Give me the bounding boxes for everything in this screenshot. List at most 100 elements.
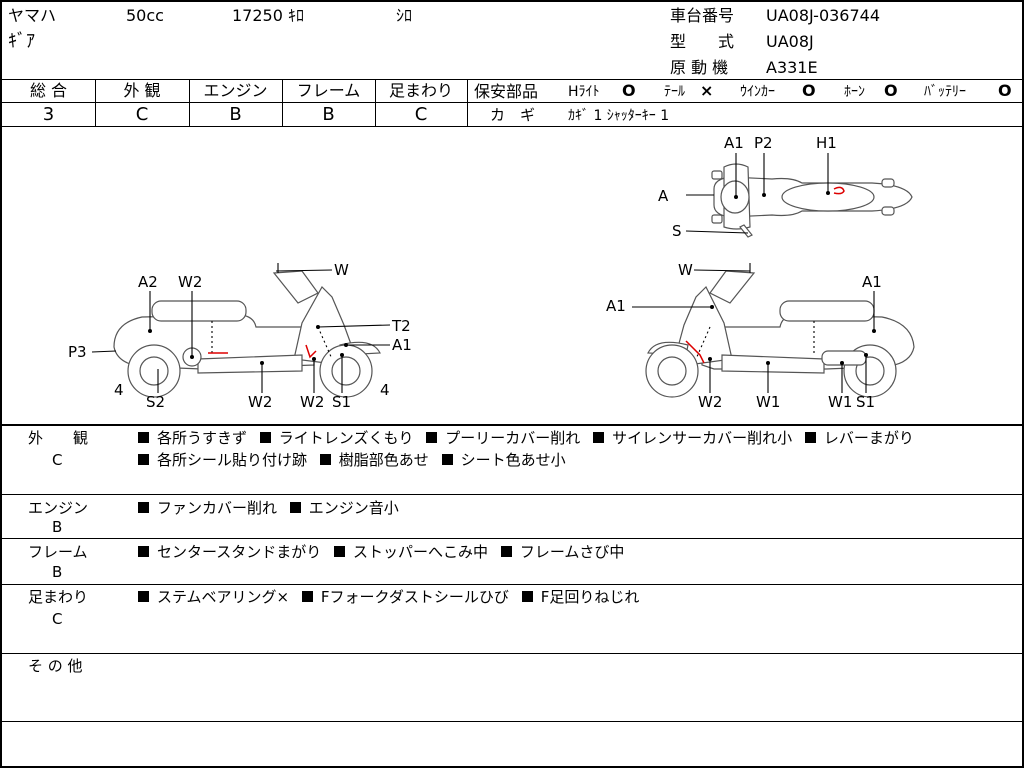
label-left-s1: S1 <box>332 393 351 411</box>
label-right-s1: S1 <box>856 393 875 411</box>
mileage: 17250 ｷﾛ <box>232 6 304 25</box>
horn-mark: O <box>884 81 898 100</box>
remark: センタースタンドまがり <box>157 543 322 561</box>
remark: レバーまがり <box>823 429 914 447</box>
scooter-left-view <box>113 263 381 398</box>
remark: フレームさび中 <box>519 543 625 561</box>
remark: F足回りねじれ <box>540 588 640 606</box>
divider <box>2 494 1024 495</box>
label-top-h1: H1 <box>816 134 837 152</box>
remark: ストッパーへこみ中 <box>353 543 489 561</box>
key-label: カ ギ <box>490 106 536 124</box>
suspension-grade: C <box>414 104 428 125</box>
detail-engine-label: エンジン <box>28 499 89 517</box>
frame-score-label: フレーム <box>296 81 361 100</box>
engine-grade: B <box>229 104 242 125</box>
body-color: ｼﾛ <box>396 6 413 25</box>
remark: 各所シール貼り付け跡 <box>157 451 308 469</box>
divider <box>2 126 1024 127</box>
label-left-w2-a: W2 <box>248 393 272 411</box>
divider <box>2 721 1024 722</box>
remark: 樹脂部色あせ <box>338 451 429 469</box>
headlight-label: Hﾗｲﾄ <box>568 84 600 100</box>
label-left-w2-b: W2 <box>300 393 324 411</box>
engine-label: 原 動 機 <box>670 58 729 77</box>
label-right-w2: W2 <box>698 393 722 411</box>
label-right-a1-front: A1 <box>606 297 626 315</box>
label-left-s2: S2 <box>146 393 165 411</box>
label-left-p3: P3 <box>68 343 87 361</box>
frame-no: UA08J-036744 <box>766 6 881 25</box>
exterior-grade: C <box>135 104 149 125</box>
label-left-t2: T2 <box>391 317 411 335</box>
maker: ヤマハ <box>8 6 57 25</box>
tail-mark: × <box>700 81 714 100</box>
engine-score-label: エンジン <box>203 81 268 100</box>
suspension-score-label: 足まわり <box>388 81 453 100</box>
key-value: ｶｷﾞ 1 ｼｬｯﾀｰｷｰ 1 <box>568 108 670 124</box>
type-label: 型 式 <box>670 32 735 51</box>
remark: ステムベアリング× <box>157 588 290 606</box>
displacement: 50cc <box>126 6 164 25</box>
battery-mark: O <box>998 81 1012 100</box>
label-right-a1-rear: A1 <box>862 273 882 291</box>
exterior-remarks-line1: 各所うすきず ライトレンズくもり プーリーカバー削れ サイレンサーカバー削れ小 … <box>138 431 922 446</box>
remark: Fフォークダストシールひび <box>320 588 509 606</box>
divider <box>2 102 1024 103</box>
label-left-4-left: 4 <box>114 381 124 399</box>
label-left-4-right: 4 <box>380 381 390 399</box>
winker-label: ｳｲﾝｶｰ <box>740 84 775 100</box>
headlight-mark: O <box>622 81 636 100</box>
remark: ファンカバー削れ <box>157 499 278 517</box>
type-value: UA08J <box>766 32 814 51</box>
engine-remarks: ファンカバー削れ エンジン音小 <box>138 501 407 516</box>
divider <box>189 79 190 126</box>
divider <box>2 79 1024 80</box>
label-left-w2-top: W2 <box>178 273 202 291</box>
divider <box>282 79 283 126</box>
label-top-a: A <box>658 187 669 205</box>
scooter-right-view <box>645 263 915 398</box>
tail-label: ﾃｰﾙ <box>664 84 685 100</box>
label-left-a2: A2 <box>138 273 158 291</box>
label-right-w: W <box>678 261 693 279</box>
divider <box>2 424 1024 426</box>
exterior-label: 外 観 <box>123 81 161 100</box>
frame-no-label: 車台番号 <box>670 6 735 25</box>
label-top-p2: P2 <box>754 134 773 152</box>
label-top-a1: A1 <box>724 134 744 152</box>
detail-suspension-label: 足まわり <box>28 588 89 606</box>
detail-suspension-grade: C <box>52 610 63 628</box>
frame-grade: B <box>322 104 335 125</box>
remark: エンジン音小 <box>308 499 399 517</box>
detail-engine-grade: B <box>52 518 63 536</box>
engine-value: A331E <box>766 58 818 77</box>
divider <box>2 538 1024 539</box>
exterior-remarks-line2: 各所シール貼り付け跡 樹脂部色あせ シート色あせ小 <box>138 453 574 468</box>
remark: ライトレンズくもり <box>278 429 414 447</box>
detail-exterior-grade: C <box>52 451 63 469</box>
label-left-w: W <box>334 261 349 279</box>
scooter-top-view <box>711 163 913 238</box>
divider <box>467 79 468 126</box>
detail-exterior-label: 外 観 <box>28 429 89 447</box>
model-name: ｷﾞｱ <box>8 31 35 52</box>
label-right-w1-a: W1 <box>756 393 780 411</box>
detail-other-label: そ の 他 <box>28 657 83 675</box>
remark: サイレンサーカバー削れ小 <box>612 429 793 447</box>
damage-diagram: A1 P2 H1 A S <box>68 134 915 411</box>
remark: プーリーカバー削れ <box>445 429 581 447</box>
divider <box>2 584 1024 585</box>
remark: 各所うすきず <box>157 429 248 447</box>
divider <box>95 79 96 126</box>
winker-mark: O <box>802 81 816 100</box>
remark: シート色あせ小 <box>460 451 566 469</box>
overall-grade: 3 <box>42 104 55 125</box>
label-right-w1-b: W1 <box>828 393 852 411</box>
label-left-a1: A1 <box>392 336 412 354</box>
frame-remarks: センタースタンドまがり ストッパーへこみ中 フレームさび中 <box>138 545 632 560</box>
safety-label: 保安部品 <box>474 82 539 101</box>
divider <box>2 653 1024 654</box>
overall-label: 総 合 <box>29 81 68 100</box>
